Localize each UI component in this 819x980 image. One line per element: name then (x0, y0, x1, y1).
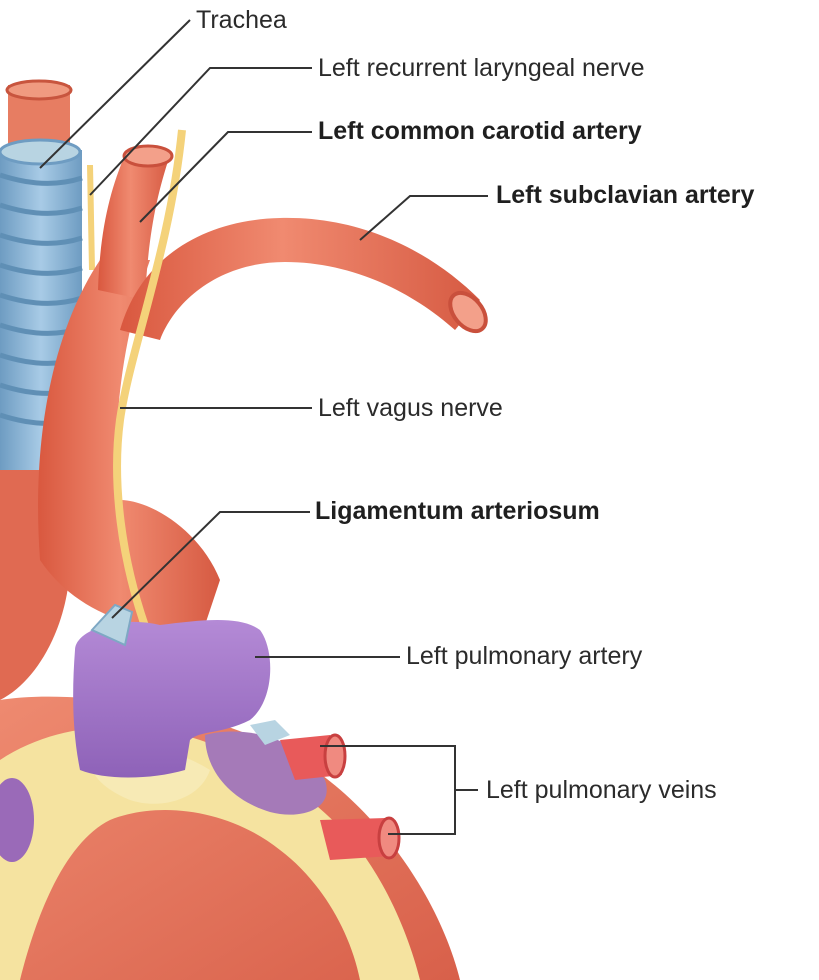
label-left-subclavian-artery: Left subclavian artery (496, 180, 754, 210)
label-trachea: Trachea (196, 5, 287, 35)
label-left-common-carotid-artery: Left common carotid artery (318, 116, 642, 146)
label-left-pulmonary-veins: Left pulmonary veins (486, 775, 717, 805)
label-ligamentum-arteriosum: Ligamentum arteriosum (315, 496, 600, 526)
left-subclavian-artery (120, 218, 480, 340)
leader-left-common-carotid-artery (140, 132, 312, 222)
label-left-pulmonary-artery: Left pulmonary artery (406, 641, 642, 671)
leader-left-subclavian-artery (360, 196, 488, 240)
label-left-recurrent-laryngeal-nerve: Left recurrent laryngeal nerve (318, 53, 645, 83)
label-left-vagus-nerve: Left vagus nerve (318, 393, 503, 423)
recurrent-laryngeal-nerve (90, 165, 92, 270)
